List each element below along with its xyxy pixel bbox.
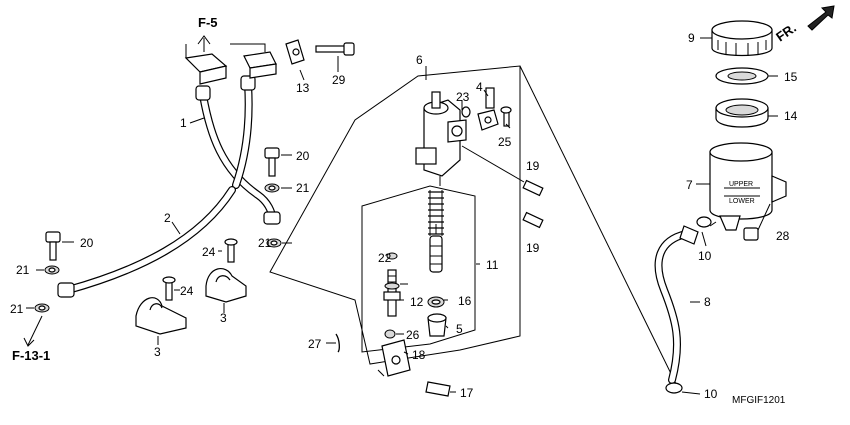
callout-15: 15 [784,70,798,84]
plate-15 [715,67,769,85]
master-cylinder-body [415,91,467,186]
callout-20-upper: 20 [296,149,310,163]
callout-19-lower: 19 [526,241,540,255]
bolt-20-upper [264,147,292,248]
callout-17: 17 [460,386,474,400]
callout-24-upper: 24 [202,245,216,259]
diagram-code: MFGIF1201 [732,395,786,406]
callout-20-lower: 20 [80,236,94,250]
callout-29: 29 [332,73,346,87]
piston-assembly-11 [428,190,444,273]
callout-24-lower: 24 [180,284,194,298]
diaphragm-14 [715,98,769,128]
callout-16: 16 [458,294,472,308]
bracket-and-bolt-13-29 [285,39,355,81]
callout-10-upper: 10 [698,249,712,263]
callout-28: 28 [776,229,790,243]
reservoir-7: UPPER LOWER [709,142,787,231]
callout-21-b: 21 [258,236,272,250]
callout-numbers: 1 2 3 3 4 5 6 7 8 9 10 10 11 12 13 14 15… [10,31,798,401]
small-parts-16-22-26-5 [384,252,447,339]
lower-mark: LOWER [729,198,755,205]
callout-10-lower: 10 [704,387,718,401]
callout-19-upper: 19 [526,159,540,173]
reservoir-cap-9 [711,20,773,57]
callout-23: 23 [456,90,470,104]
upper-mark: UPPER [729,181,753,188]
clamps-3-and-screws-24 [135,238,247,345]
front-label: FR. [773,20,799,44]
callout-6: 6 [416,53,423,67]
upper-hose-brackets [184,35,277,85]
front-direction-arrow: FR. [773,5,835,44]
callout-13: 13 [296,81,310,95]
callout-2: 2 [164,211,171,225]
callout-8: 8 [704,295,711,309]
reference-bottom-left: F-13-1 [12,348,50,363]
bolts-19-and-fittings-4-23-25 [461,87,544,229]
callout-27: 27 [308,337,322,351]
callout-4: 4 [476,80,483,94]
callout-22: 22 [378,251,392,265]
joint-18-pin-17-clip-27 [335,333,451,397]
callout-3-right: 3 [220,311,227,325]
callout-21-a: 21 [296,181,310,195]
reservoir-hose-8 [654,216,717,394]
callout-7: 7 [686,178,693,192]
leader-lines [171,37,778,395]
callout-12: 12 [410,295,424,309]
callout-18: 18 [412,348,426,362]
master-cylinder-outline [269,65,681,393]
pushrod-12 [383,269,401,317]
callout-14: 14 [784,109,798,123]
callout-11: 11 [486,258,499,272]
callout-21-c: 21 [16,263,30,277]
hose-assembly [57,75,281,298]
callout-25: 25 [498,135,512,149]
callout-5: 5 [456,322,463,336]
bolt-28 [743,203,771,241]
bolt-20-lower [23,231,74,347]
callout-21-d: 21 [10,302,24,316]
callout-1: 1 [180,116,187,130]
callout-3-left: 3 [154,345,161,359]
reference-top: F-5 [198,15,218,30]
callout-9: 9 [688,31,695,45]
callout-26: 26 [406,328,420,342]
